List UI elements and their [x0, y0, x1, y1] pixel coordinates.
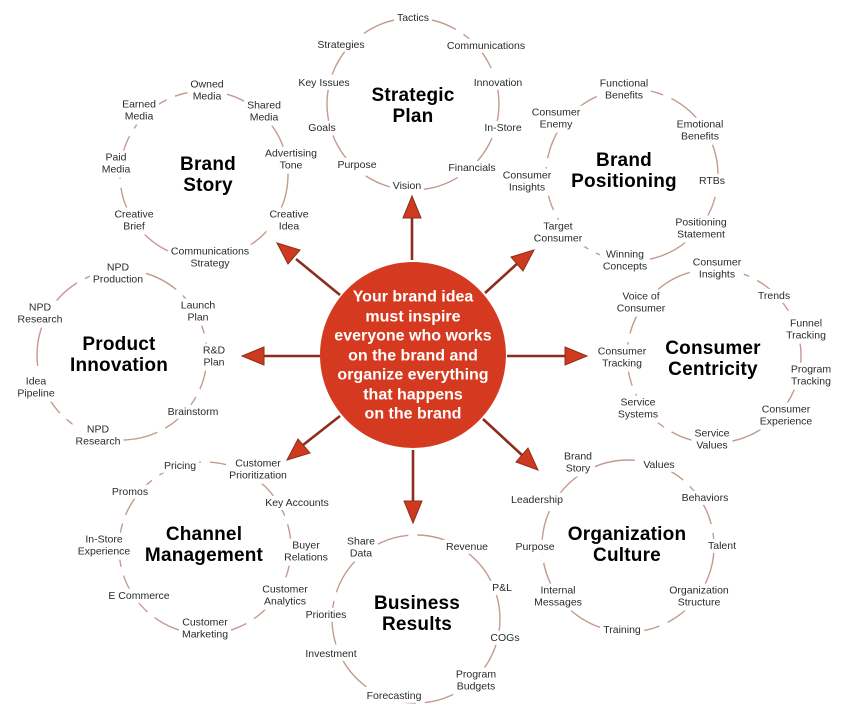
label-launch-plan: Launch Plan: [177, 298, 219, 326]
label-service-values: Service Values: [691, 426, 733, 454]
cluster-title-brand-story: Brand Story: [180, 154, 236, 196]
label-customer-prioritization: Customer Prioritization: [226, 456, 290, 484]
label-pricing: Pricing: [160, 458, 200, 474]
label-key-accounts: Key Accounts: [262, 495, 332, 511]
label-values: Values: [640, 457, 678, 473]
label-vision: Vision: [389, 178, 425, 194]
label-owned-media: Owned Media: [187, 77, 227, 105]
label-earned-media: Earned Media: [119, 97, 159, 125]
label-voice-of-consumer: Voice of Consumer: [613, 289, 669, 317]
center-message: Your brand idea must inspire everyone wh…: [334, 288, 492, 423]
label-buyer-relations: Buyer Relations: [281, 538, 331, 566]
label-customer-marketing: Customer Marketing: [178, 615, 232, 643]
label-consumer-enemy: Consumer Enemy: [528, 105, 584, 133]
label-communications: Communications: [443, 38, 529, 54]
center-circle: [320, 262, 506, 448]
label-advertising-tone: Advertising Tone: [262, 146, 320, 174]
label-npd-production: NPD Production: [89, 260, 147, 288]
label-brainstorm: Brainstorm: [164, 404, 222, 420]
label-key-issues: Key Issues: [295, 75, 353, 91]
label-consumer-insights-left: Consumer Insights: [499, 168, 555, 196]
label-talent: Talent: [704, 538, 740, 554]
label-financials: Financials: [445, 160, 499, 176]
cluster-title-brand-positioning: Brand Positioning: [571, 150, 677, 192]
label-purpose: Purpose: [334, 157, 380, 173]
label-internal-messages: Internal Messages: [531, 583, 585, 611]
label-revenue: Revenue: [442, 539, 492, 555]
label-in-store: In-Store: [481, 120, 525, 136]
cluster-title-strategic-plan: Strategic Plan: [371, 85, 455, 127]
label-cogs: COGs: [487, 630, 523, 646]
label-priorities: Priorities: [302, 607, 350, 623]
label-rtbs: RTBs: [695, 173, 729, 189]
label-emotional-benefits: Emotional Benefits: [673, 117, 727, 145]
label-winning-concepts: Winning Concepts: [599, 247, 651, 275]
label-target-consumer: Target Consumer: [530, 219, 586, 247]
cluster-title-product-innovation: Product Innovation: [69, 334, 169, 376]
label-shared-media: Shared Media: [244, 98, 284, 126]
label-consumer-tracking: Consumer Tracking: [594, 344, 650, 372]
label-purpose-culture: Purpose: [512, 539, 558, 555]
label-communications-strategy: Communications Strategy: [167, 244, 253, 272]
label-brand-story-node: Brand Story: [560, 449, 596, 477]
label-e-commerce: E Commerce: [105, 588, 173, 604]
cluster-title-organization-culture: Organization Culture: [567, 524, 687, 566]
cluster-title-channel-management: Channel Management: [144, 524, 264, 566]
cluster-circle-strategic-plan: [326, 17, 500, 191]
cluster-title-consumer-centricity: Consumer Centricity: [665, 338, 761, 380]
label-pnl: P&L: [489, 580, 515, 596]
label-organization-structure: Organization Structure: [666, 583, 732, 611]
label-behaviors: Behaviors: [678, 490, 732, 506]
label-creative-brief: Creative Brief: [111, 207, 157, 235]
label-leadership: Leadership: [508, 492, 566, 508]
label-consumer-insights-top: Consumer Insights: [689, 255, 745, 283]
label-customer-analytics: Customer Analytics: [259, 582, 311, 610]
label-promos: Promos: [108, 484, 152, 500]
label-creative-idea: Creative Idea: [266, 207, 312, 235]
label-strategies: Strategies: [314, 37, 368, 53]
label-goals: Goals: [305, 120, 339, 136]
label-funnel-tracking: Funnel Tracking: [783, 316, 829, 344]
label-npd-research-bottom: NPD Research: [72, 422, 124, 450]
label-rnd-plan: R&D Plan: [199, 343, 229, 371]
label-functional-benefits: Functional Benefits: [596, 76, 652, 104]
label-investment: Investment: [302, 646, 360, 662]
label-trends: Trends: [754, 288, 794, 304]
label-consumer-experience: Consumer Experience: [756, 402, 816, 430]
label-service-systems: Service Systems: [614, 395, 662, 423]
label-training: Training: [600, 622, 644, 638]
label-positioning-statement: Positioning Statement: [672, 215, 730, 243]
label-program-budgets: Program Budgets: [452, 667, 500, 695]
label-paid-media: Paid Media: [98, 150, 134, 178]
label-in-store-experience: In-Store Experience: [74, 532, 134, 560]
label-npd-research-top: NPD Research: [14, 300, 66, 328]
label-forecasting: Forecasting: [363, 688, 425, 704]
label-program-tracking: Program Tracking: [787, 362, 835, 390]
cluster-title-business-results: Business Results: [373, 593, 461, 635]
label-share-data: Share Data: [343, 534, 379, 562]
label-tactics: Tactics: [393, 10, 433, 26]
label-idea-pipeline: Idea Pipeline: [14, 374, 58, 402]
label-innovation: Innovation: [470, 75, 526, 91]
